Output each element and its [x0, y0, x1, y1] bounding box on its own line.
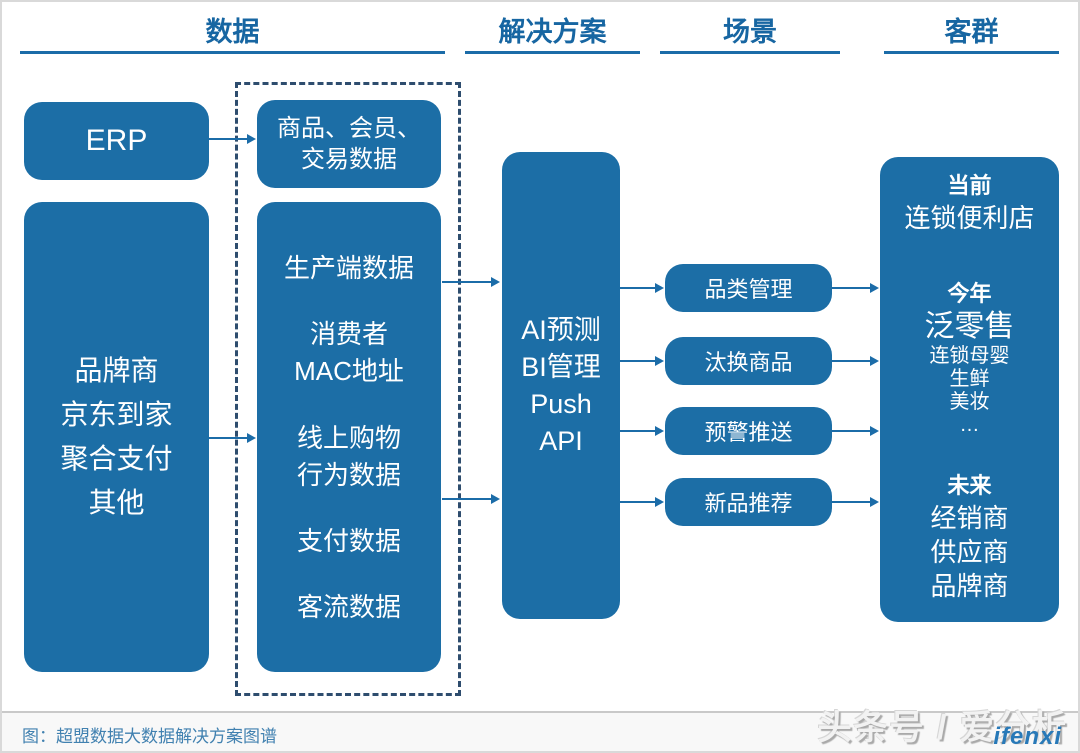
figure-caption: 图：超盟数据大数据解决方案图谱: [22, 727, 277, 746]
node-collected-data: 生产端数据 消费者 MAC地址 线上购物 行为数据 支付数据 客流数据: [257, 202, 441, 672]
collected-line: 消费者: [309, 319, 388, 350]
goods-line: 交易数据: [301, 146, 397, 173]
flow-arrow-scenario-3-to-customer: [832, 426, 879, 436]
flow-arrow-solution-to-scenario-1: [620, 283, 664, 293]
collected-line: 线上购物: [296, 422, 401, 453]
flow-arrow-solution-to-scenario-2: [620, 356, 664, 366]
collected-data-group-border: [235, 82, 461, 696]
collected-group: 支付数据: [297, 523, 401, 560]
flow-arrow-solution-to-scenario-4: [620, 497, 664, 507]
customer-item: 经销商: [930, 503, 1009, 533]
customer-item: 泛零售: [924, 310, 1015, 343]
column-header-scene: 场景: [660, 14, 840, 54]
customer-section-title: 今年: [947, 281, 992, 306]
customer-section-current: 当前 连锁便利店: [904, 171, 1034, 235]
flow-arrow-collected-to-solution-top: [442, 277, 500, 287]
column-header-solution: 解决方案: [465, 14, 640, 54]
source-line: 聚合支付: [60, 443, 173, 474]
node-scenario-category-management: 品类管理: [665, 264, 832, 312]
watermark-text: 头条号 / 爱分析: [817, 709, 1068, 747]
ifenxi-logo: ifenxi: [993, 723, 1062, 750]
node-erp: ERP: [24, 102, 209, 180]
flow-arrow-erp-to-goods: [209, 134, 256, 144]
customer-section-title: 未来: [947, 473, 992, 498]
customer-section-this-year: 今年 泛零售 连锁母婴 生鲜 美妆 …: [925, 279, 1015, 437]
customer-item: 生鲜: [949, 368, 990, 390]
flow-arrow-solution-to-scenario-3: [620, 426, 664, 436]
node-scenario-new-product-recommendation: 新品推荐: [665, 478, 832, 526]
column-header-data: 数据: [20, 14, 445, 54]
caption-strip: 图：超盟数据大数据解决方案图谱: [2, 711, 1078, 751]
collected-group: 线上购物 行为数据: [297, 420, 401, 494]
collected-line: 客流数据: [296, 592, 401, 622]
collected-line: 生产端数据: [283, 253, 414, 283]
collected-group: 生产端数据: [284, 250, 414, 287]
collected-group: 客流数据: [297, 589, 401, 626]
node-solution: AI预测 BI管理 Push API: [502, 152, 620, 619]
collected-line: 支付数据: [296, 525, 401, 556]
solution-line: AI预测: [521, 314, 601, 345]
customer-item: 连锁便利店: [904, 203, 1035, 233]
flow-arrow-scenario-1-to-customer: [832, 283, 879, 293]
flow-arrow-sources-to-collected: [209, 433, 256, 443]
source-line: 其他: [88, 487, 145, 518]
source-line: 京东到家: [60, 399, 173, 430]
customer-item: 连锁母婴: [929, 345, 1010, 367]
flow-arrow-collected-to-solution-bottom: [442, 494, 500, 504]
customer-section-title: 当前: [947, 173, 992, 198]
solution-line: BI管理: [521, 351, 601, 382]
flow-arrow-scenario-2-to-customer: [832, 356, 879, 366]
goods-line: 商品、会员、: [277, 115, 421, 142]
customer-section-future: 未来 经销商 供应商 品牌商: [930, 471, 1008, 603]
customer-item: 供应商: [930, 537, 1009, 567]
source-line: 品牌商: [74, 355, 159, 386]
customer-item: …: [959, 414, 980, 436]
node-scenario-alert-push: 预警推送: [665, 407, 832, 455]
collected-line: MAC地址: [294, 356, 404, 387]
solution-line: Push: [530, 388, 592, 419]
node-erp-label: ERP: [85, 124, 148, 157]
customer-item: 美妆: [949, 391, 990, 413]
customer-item: 品牌商: [930, 571, 1009, 601]
node-customer-groups: 当前 连锁便利店 今年 泛零售 连锁母婴 生鲜 美妆 … 未来 经销商 供应商 …: [880, 157, 1059, 622]
column-header-customer: 客群: [884, 14, 1059, 54]
solution-line: API: [539, 425, 583, 456]
node-scenario-product-replacement: 汰换商品: [665, 337, 832, 385]
node-goods-member-transaction: 商品、会员、 交易数据: [257, 100, 441, 188]
collected-group: 消费者 MAC地址: [294, 316, 404, 390]
node-data-sources: 品牌商 京东到家 聚合支付 其他: [24, 202, 209, 672]
collected-line: 行为数据: [296, 459, 401, 490]
flow-arrow-scenario-4-to-customer: [832, 497, 879, 507]
